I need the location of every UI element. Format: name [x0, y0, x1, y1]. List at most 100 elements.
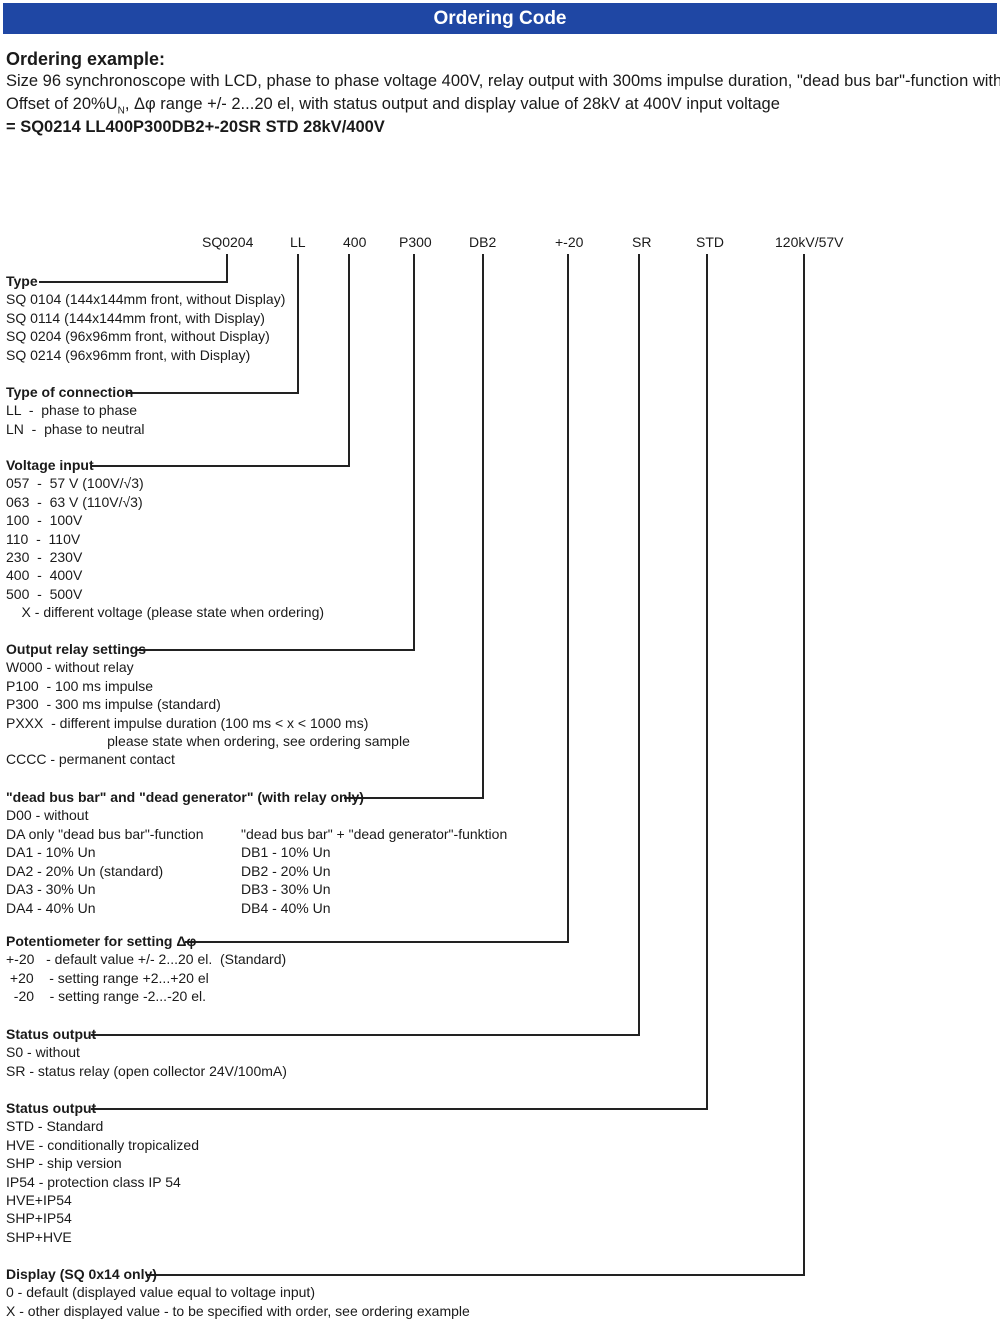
section-potentiometer: Potentiometer for setting Δφ +-20 - defa… [6, 932, 286, 1006]
option-line: SQ 0204 (96x96mm front, without Display) [6, 328, 270, 345]
example-heading: Ordering example: [6, 49, 166, 69]
option-line: W000 - without relay [6, 659, 134, 676]
option-line: HVE+IP54 [6, 1192, 72, 1209]
option-line: 057 - 57 V (100V/√3) [6, 475, 144, 492]
code-part-deadbus: DB2 [469, 234, 497, 250]
section-status: Status output S0 - without SR - status r… [6, 1025, 287, 1080]
section-title: Voltage input [6, 457, 94, 473]
connector-line [92, 465, 350, 467]
option-line: 230 - 230V [6, 549, 83, 566]
connector-line [413, 254, 415, 651]
option-line: DA3 - 30% Un [6, 881, 96, 898]
connector-line [226, 254, 228, 283]
option-line: LN - phase to neutral [6, 420, 145, 437]
example-subscript: N [117, 105, 125, 117]
section-title: Status output [6, 1026, 97, 1042]
option-line: STD - Standard [6, 1118, 104, 1135]
deadbus-left-column: DA only "dead bus bar"-function DA1 - 10… [6, 825, 204, 917]
option-line: DA4 - 40% Un [6, 899, 96, 916]
section-version: Status output STD - Standard HVE - condi… [6, 1099, 199, 1246]
section-voltage: Voltage input 057 - 57 V (100V/√3) 063 -… [6, 456, 324, 622]
section-title: Display (SQ 0x14 only) [6, 1266, 157, 1282]
section-title: Type of connection [6, 384, 134, 400]
connector-line [126, 392, 299, 394]
option-line: please state when ordering, see ordering… [6, 733, 410, 750]
connector-line [146, 1274, 805, 1276]
example-result-code: = SQ0214 LL400P300DB2+-20SR STD 28kV/400… [6, 118, 385, 136]
option-line: 110 - 110V [6, 530, 81, 547]
code-part-relay: P300 [399, 234, 432, 250]
option-line: DA1 - 10% Un [6, 844, 96, 861]
section-title-bar: Ordering Code [3, 3, 997, 34]
section-title: Status output [6, 1100, 97, 1116]
section-title: "dead bus bar" and "dead generator" (wit… [6, 789, 364, 805]
option-line: D00 - without [6, 807, 89, 824]
option-line: X - other displayed value - to be specif… [6, 1302, 470, 1319]
example-line-2-b: , Δφ range +/- 2...20 el, with status ou… [124, 95, 780, 113]
option-line: DB3 - 30% Un [241, 881, 331, 898]
option-line: -20 - setting range -2...-20 el. [6, 988, 206, 1005]
section-type: Type SQ 0104 (144x144mm front, without D… [6, 272, 285, 364]
option-line: S0 - without [6, 1044, 80, 1061]
option-line: 400 - 400V [6, 567, 83, 584]
connector-line [91, 1108, 708, 1110]
connector-line [91, 1034, 640, 1036]
option-line: X - different voltage (please state when… [6, 604, 325, 621]
section-title: Type [6, 273, 38, 289]
option-line: SR - status relay (open collector 24V/10… [6, 1062, 287, 1079]
option-line: 100 - 100V [6, 512, 83, 529]
option-line: HVE - conditionally tropicalized [6, 1136, 199, 1153]
section-title: Output relay settings [6, 641, 147, 657]
connector-line [482, 254, 484, 799]
option-line: DA2 - 20% Un (standard) [6, 862, 164, 879]
option-line: 063 - 63 V (110V/√3) [6, 493, 143, 510]
connector-line [567, 254, 569, 943]
option-line: P100 - 100 ms impulse [6, 677, 154, 694]
connector-line [803, 254, 805, 1276]
option-line: DB1 - 10% Un [241, 844, 331, 861]
code-part-poti: +-20 [555, 234, 584, 250]
code-part-connection: LL [290, 234, 306, 250]
example-line-2: Offset of 20%UN, Δφ range +/- 2...20 el,… [6, 95, 780, 116]
option-line: P300 - 300 ms impulse (standard) [6, 696, 221, 713]
option-line: SQ 0114 (144x144mm front, with Display) [6, 309, 265, 326]
code-part-version: STD [696, 234, 724, 250]
section-relay: Output relay settings W000 - without rel… [6, 640, 410, 769]
section-connection: Type of connection LL - phase to phase L… [6, 383, 145, 438]
connector-line [638, 254, 640, 1036]
option-line: SQ 0104 (144x144mm front, without Displa… [6, 291, 286, 308]
connector-line [185, 941, 569, 943]
option-line: SHP+IP54 [6, 1210, 72, 1227]
code-part-type: SQ0204 [202, 234, 254, 250]
deadbus-right-column: "dead bus bar" + "dead generator"-funkti… [241, 825, 507, 917]
option-line: DA only "dead bus bar"-function [6, 826, 204, 842]
option-line: "dead bus bar" + "dead generator"-funkti… [241, 826, 508, 842]
section-title: Potentiometer for setting Δφ [6, 933, 197, 949]
option-line: PXXX - different impulse duration (100 m… [6, 714, 369, 731]
example-line-1: Size 96 synchronoscope with LCD, phase t… [6, 72, 1000, 90]
option-line: 0 - default (displayed value equal to vo… [6, 1284, 315, 1301]
option-line: SHP - ship version [6, 1155, 122, 1172]
option-line: IP54 - protection class IP 54 [6, 1173, 181, 1190]
option-line: 500 - 500V [6, 585, 83, 602]
option-line: SHP+HVE [6, 1228, 72, 1245]
code-part-status: SR [632, 234, 652, 250]
option-line: +20 - setting range +2...+20 el [6, 969, 209, 986]
connector-line [348, 254, 350, 467]
connector-line [136, 649, 415, 651]
option-line: LL - phase to phase [6, 402, 138, 419]
option-line: +-20 - default value +/- 2...20 el. (Sta… [6, 951, 287, 968]
option-line: CCCC - permanent contact [6, 751, 175, 768]
connector-line [39, 281, 228, 283]
section-deadbus: "dead bus bar" and "dead generator" (wit… [6, 788, 364, 825]
option-line: DB2 - 20% Un [241, 862, 331, 879]
option-line: SQ 0214 (96x96mm front, with Display) [6, 346, 251, 363]
connector-line [706, 254, 708, 1110]
section-display: Display (SQ 0x14 only) 0 - default (disp… [6, 1265, 470, 1320]
connector-line [297, 254, 299, 394]
option-line: DB4 - 40% Un [241, 899, 331, 916]
code-part-voltage: 400 [343, 234, 367, 250]
example-line-2-a: Offset of 20%U [6, 95, 118, 113]
code-part-display: 120kV/57V [775, 234, 844, 250]
connector-line [344, 797, 484, 799]
